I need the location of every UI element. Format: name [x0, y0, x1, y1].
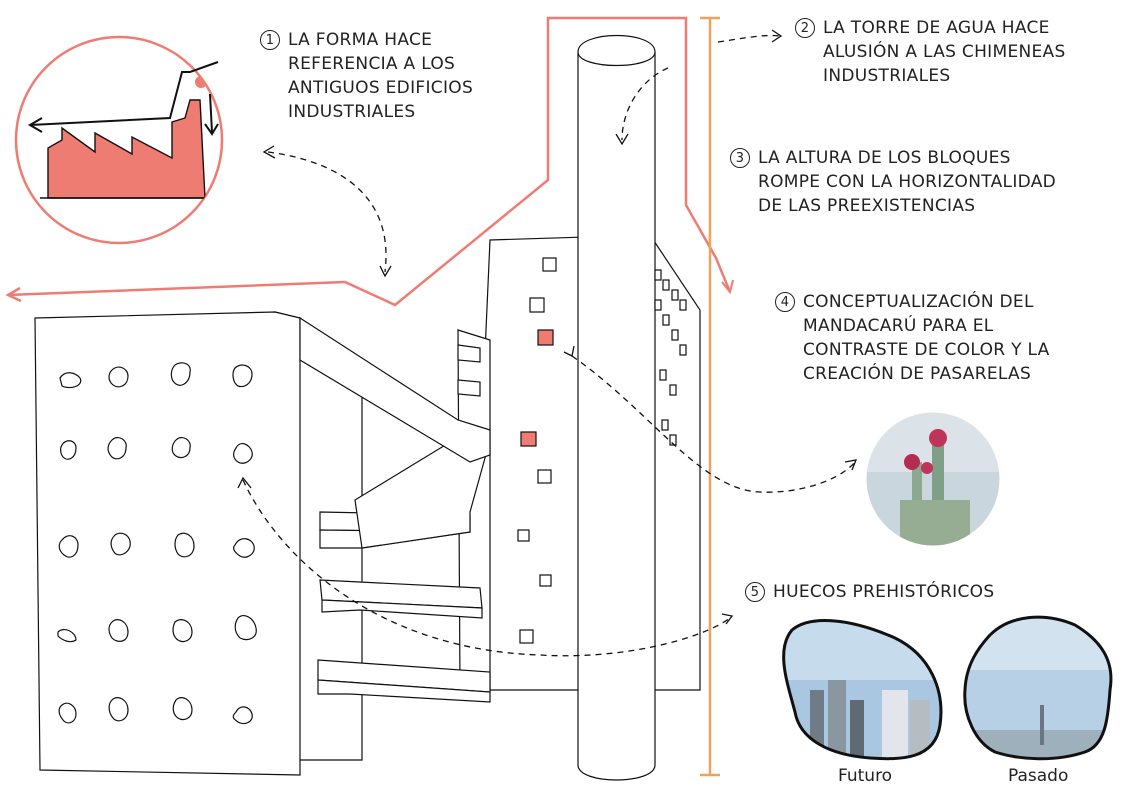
left-block	[34, 311, 363, 776]
note-2-number: 2	[795, 18, 815, 38]
caption-pasado: Pasado	[1008, 766, 1069, 786]
silhouette-arrowhead	[5, 286, 22, 303]
note-3-number: 3	[730, 148, 750, 168]
note-3-line: ROMPE CON LA HORIZONTALIDAD	[758, 172, 1057, 192]
note-4-number: 4	[775, 292, 795, 312]
note-2-line: LA TORRE DE AGUA HACE	[823, 18, 1050, 38]
factory-icon-circle	[14, 35, 224, 245]
connector-arrowheads	[237, 29, 858, 625]
mandacaru-photo	[865, 411, 1001, 547]
note-4: 4 CONCEPTUALIZACIÓN DEL MANDACARÚ PARA E…	[775, 290, 1050, 386]
note-1-line: LA FORMA HACE	[288, 30, 433, 50]
note-5-number: 5	[745, 582, 765, 602]
flow-arrow-path	[29, 61, 219, 126]
dashed-connectors	[242, 34, 856, 657]
silhouette-end-arrowhead	[721, 279, 734, 295]
note-1-number: 1	[260, 30, 280, 50]
caption-futuro: Futuro	[838, 766, 893, 786]
note-5: 5 HUECOS PREHISTÓRICOS	[745, 580, 994, 604]
tower-windows	[517, 257, 687, 644]
note-4-line: CREACIÓN DE PASARELAS	[803, 364, 1032, 384]
note-4-line: CONTRASTE DE COLOR Y LA	[803, 340, 1050, 360]
note-2-line: ALUSIÓN A LAS CHIMENEAS	[823, 42, 1066, 62]
note-1-line: ANTIGUOS EDIFICIOS	[288, 78, 474, 98]
note-1-line: INDUSTRIALES	[288, 102, 416, 122]
note-3-line: DE LAS PREEXISTENCIAS	[758, 196, 976, 216]
note-4-line: MANDACARÚ PARA EL	[803, 316, 994, 336]
note-2: 2 LA TORRE DE AGUA HACE ALUSIÓN A LAS CH…	[795, 16, 1066, 88]
note-3-line: LA ALTURA DE LOS BLOQUES	[758, 148, 1011, 168]
note-1-line: REFERENCIA A LOS	[288, 54, 456, 74]
industrial-silhouette-outline	[7, 16, 732, 307]
note-4-line: CONCEPTUALIZACIÓN DEL	[803, 292, 1034, 312]
note-5-line: HUECOS PREHISTÓRICOS	[773, 582, 995, 602]
note-1: 1 LA FORMA HACE REFERENCIA A LOS ANTIGUO…	[260, 28, 473, 124]
hole-photo-futuro	[782, 619, 943, 761]
walkways	[299, 316, 491, 703]
hole-photo-pasado	[963, 615, 1113, 761]
note-3: 3 LA ALTURA DE LOS BLOQUES ROMPE CON LA …	[730, 146, 1056, 218]
water-tower	[577, 35, 656, 781]
note-2-line: INDUSTRIALES	[823, 66, 951, 86]
window-grid	[57, 362, 257, 725]
